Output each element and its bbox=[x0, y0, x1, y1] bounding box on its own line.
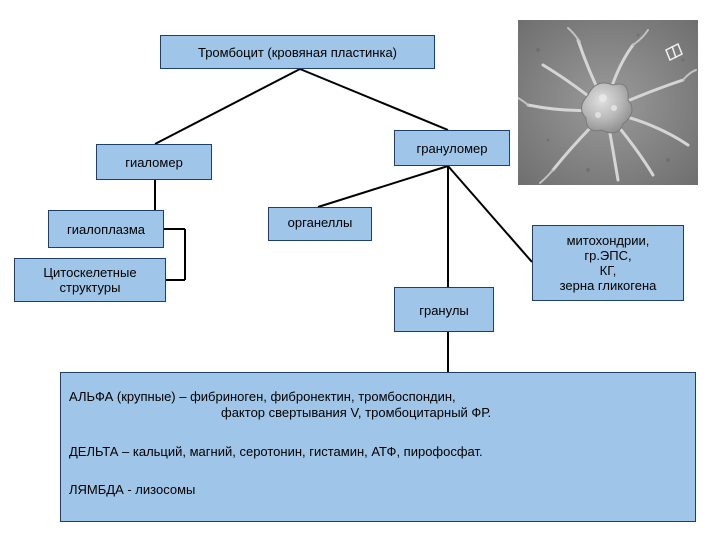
mitochondria-label-line2: гр.ЭПС, bbox=[584, 248, 632, 263]
mitochondria-label-line4: зерна гликогена bbox=[559, 278, 657, 293]
hyalomere-box: гиаломер bbox=[96, 144, 212, 180]
platelet-root-label: Тромбоцит (кровяная пластинка) bbox=[197, 44, 398, 60]
granules-box: гранулы bbox=[394, 287, 494, 332]
organelles-box: органеллы bbox=[268, 207, 372, 241]
line-granulomere-to-mitochondria bbox=[447, 165, 533, 263]
line-root-to-granulomere bbox=[299, 68, 449, 131]
hyaloplasm-box: гиалоплазма bbox=[48, 210, 164, 248]
mitochondria-box: митохондрии, гр.ЭПС, КГ, зерна гликогена bbox=[532, 225, 684, 301]
alpha-granules-line2: фактор свертывания V, тромбоцитарный ФР. bbox=[221, 405, 492, 420]
cytoskeleton-box: Цитоскелетные структуры bbox=[14, 258, 166, 302]
mitochondria-label-line1: митохондрии, bbox=[566, 233, 650, 248]
lambda-granules-line: ЛЯМБДА - лизосомы bbox=[69, 482, 196, 497]
alpha-granules-line1: АЛЬФА (крупные) – фибриноген, фибронекти… bbox=[69, 389, 456, 404]
organelles-label: органеллы bbox=[287, 215, 353, 230]
hyalomere-label: гиаломер bbox=[125, 154, 183, 170]
cytoskeleton-label-line2: структуры bbox=[59, 280, 121, 295]
granulomere-label: грануломер bbox=[416, 140, 488, 156]
granule-types-box: АЛЬФА (крупные) – фибриноген, фибронекти… bbox=[60, 372, 696, 522]
delta-granules-line: ДЕЛЬТА – кальций, магний, серотонин, гис… bbox=[69, 444, 483, 459]
granulomere-box: грануломер bbox=[394, 130, 510, 166]
platelet-micrograph-image bbox=[518, 20, 698, 185]
hyaloplasm-label: гиалоплазма bbox=[66, 221, 146, 237]
cytoskeleton-label-line1: Цитоскелетные bbox=[43, 265, 137, 280]
platelet-root-box: Тромбоцит (кровяная пластинка) bbox=[160, 35, 435, 69]
line-granulomere-to-organelles bbox=[317, 165, 449, 208]
line-root-to-hyalomere bbox=[154, 68, 301, 145]
mitochondria-label-line3: КГ, bbox=[599, 263, 617, 278]
granules-label: гранулы bbox=[419, 303, 469, 318]
